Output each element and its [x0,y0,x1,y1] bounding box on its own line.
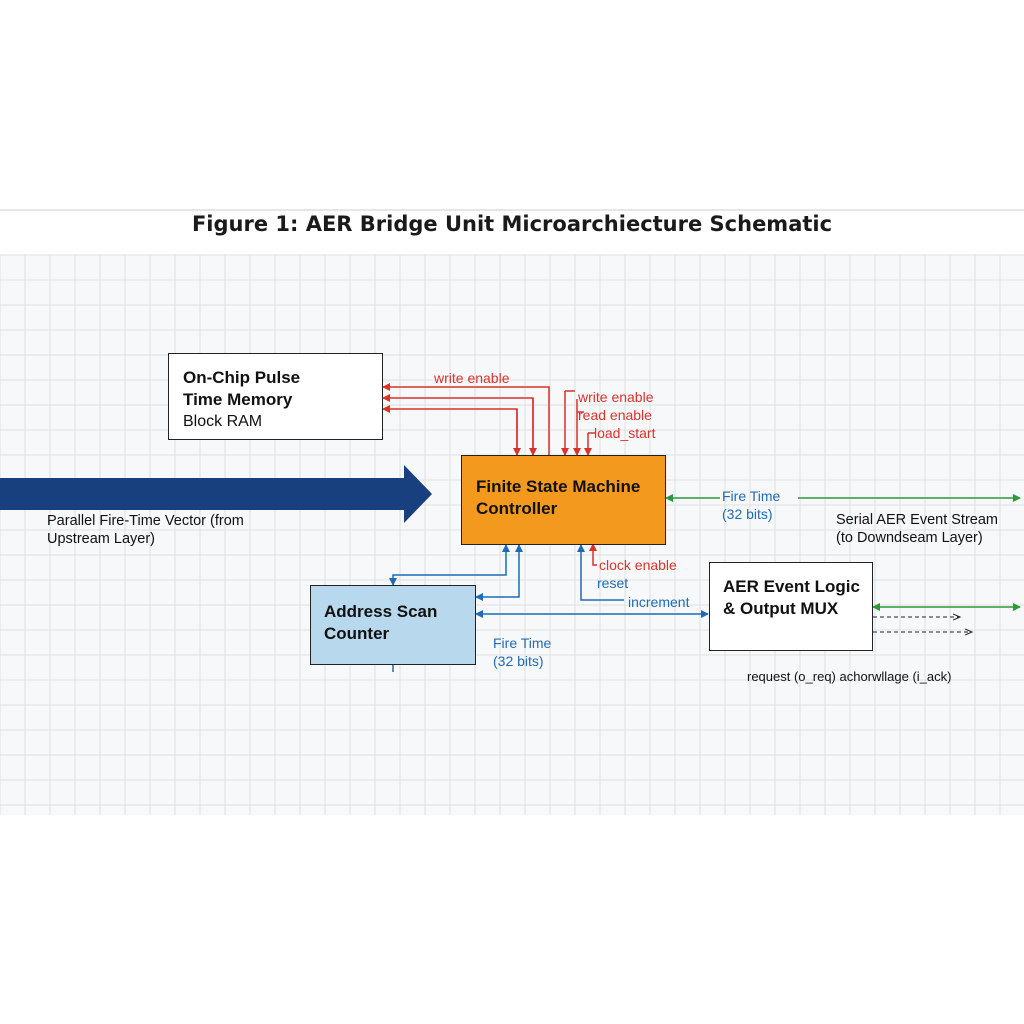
memory-block-line-2: Time Memory [183,390,293,409]
signal-read-enable: read enable [578,407,652,423]
figure-title: Figure 1: AER Bridge Unit Microarchiectu… [191,212,833,236]
aer-block-line-2: & Output MUX [723,599,839,618]
address-scan-counter-block: Address Scan Counter [310,585,476,665]
input-label-line-1: Parallel Fire-Time Vector (from [47,513,244,529]
signal-reset: reset [597,575,629,591]
signal-increment: increment [628,594,690,610]
input-vector-arrow [0,465,432,523]
input-vector-label: Parallel Fire-Time Vector (from Upstream… [47,512,244,548]
memory-block-line-1: On-Chip Pulse [183,368,301,387]
fsm-block-line-1: Finite State Machine [476,477,641,496]
stream-lines [665,494,1021,611]
output-label-line-2: (to Downdseam Layer) [836,530,983,546]
signal-write-enable-2: write enable [578,389,654,405]
handshake-lines [873,617,972,632]
signal-load-start: load_start [594,425,656,441]
output-label-line-1: Serial AER Event Stream [836,512,998,528]
fsm-block-line-2: Controller [476,499,558,518]
output-stream-label: Serial AER Event Stream (to Downdseam La… [836,511,998,547]
fire-time-bottom-line-1: Fire Time [493,635,552,651]
memory-block-line-3: Block RAM [183,413,263,430]
counter-control-lines [389,544,709,672]
signal-fire-time-bottom: Fire Time (32 bits) [493,634,551,670]
signal-fire-time-top: Fire Time (32 bits) [722,487,780,523]
aer-block-line-1: AER Event Logic [723,577,860,596]
counter-block-line-1: Address Scan [324,602,438,621]
input-label-line-2: Upstream Layer) [47,531,155,547]
fire-time-bottom-line-2: (32 bits) [493,653,544,669]
aer-event-logic-block: AER Event Logic & Output MUX [709,562,873,651]
signal-clock-enable: clock enable [599,557,677,573]
clock-enable-line [589,543,597,566]
grid-lines [0,254,1024,815]
signal-write-enable-1: write enable [434,370,510,386]
fire-time-top-line-1: Fire Time [722,488,781,504]
fire-time-top-line-2: (32 bits) [722,506,773,522]
memory-block: On-Chip Pulse Time Memory Block RAM [168,353,383,440]
control-lines-fsm-inputs [513,390,595,456]
fsm-controller-block: Finite State Machine Controller [461,455,666,545]
signal-handshake: request (o_req) achorwllage (i_ack) [747,669,952,684]
counter-block-line-2: Counter [324,624,390,643]
